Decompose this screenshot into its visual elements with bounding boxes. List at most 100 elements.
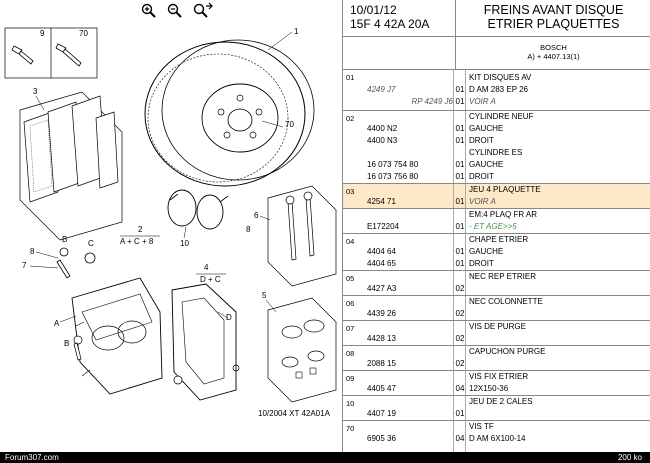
header-date: 10/01/12 — [350, 3, 397, 17]
table-row[interactable]: JEU 4 PLAQUETTE — [469, 185, 541, 194]
table-row[interactable]: VIS FIX ETRIER — [469, 372, 529, 381]
table-row[interactable]: EM:4 PLAQ FR AR — [469, 210, 538, 219]
callout-9: 9 — [40, 29, 45, 38]
callout-4: 4 — [204, 263, 209, 272]
table-row[interactable]: NEC REP ETRIER — [469, 272, 536, 281]
brand-ref: A) + 4407.13(1) — [527, 52, 580, 61]
brake-exploded-diagram: 9 70 1 70 3 10 2 — [4, 27, 337, 418]
kit-box-6: 6 8 — [246, 185, 337, 287]
table-row[interactable]: NEC COLONNETTE — [469, 297, 543, 306]
diagram-caption: 10/2004 XT 42A01A — [258, 409, 331, 418]
group-number: 01 — [346, 73, 355, 82]
callout-1: 1 — [294, 27, 299, 36]
pads-box: 3 — [19, 87, 123, 241]
callout-D: D — [226, 313, 232, 322]
zoom-in-icon[interactable] — [140, 2, 158, 20]
table-row[interactable]: CHAPE ETRIER — [469, 235, 529, 244]
group-number: 10 — [346, 399, 355, 408]
footer-site: Forum307.com — [5, 453, 59, 462]
group-number: 04 — [346, 237, 355, 246]
header-code: 15F 4 42A 20A — [350, 17, 430, 31]
callout-7: 7 — [22, 261, 27, 270]
title-line-1: FREINS AVANT DISQUE — [483, 3, 624, 17]
table-row[interactable]: CAPUCHON PURGE — [469, 347, 546, 356]
group-number: 02 — [346, 114, 355, 123]
callout-2-formula: A + C + 8 — [120, 237, 154, 246]
callout-8: 8 — [30, 247, 35, 256]
callout-B: B — [62, 235, 67, 244]
brand-name: BOSCH — [540, 43, 567, 52]
callout-5: 5 — [262, 291, 267, 300]
group-number: 70 — [346, 424, 355, 433]
callout-6: 6 — [254, 211, 259, 220]
callout-C: C — [88, 239, 94, 248]
title-line-2: ETRIER PLAQUETTES — [487, 17, 620, 31]
toolbar — [0, 0, 342, 22]
zoom-fit-icon[interactable] — [192, 2, 213, 20]
callout-2: 2 — [138, 225, 143, 234]
group-number: 09 — [346, 374, 355, 383]
caliper: A B — [54, 277, 163, 395]
table-row[interactable]: CYLINDRE NEUF — [469, 112, 534, 121]
footer-bar: Forum307.com 200 ko — [0, 452, 650, 463]
subheader-left — [343, 37, 456, 70]
callout-70: 70 — [79, 29, 88, 38]
shims: 10 — [167, 189, 229, 248]
group-number: 03 — [346, 187, 355, 196]
callout-70b: 70 — [285, 120, 294, 129]
screws-box: 9 70 — [4, 27, 98, 79]
brand-cell: BOSCH A) + 4407.13(1) — [456, 37, 650, 70]
header-title: FREINS AVANT DISQUE ETRIER PLAQUETTES — [456, 0, 650, 37]
table-row[interactable]: KIT DISQUES AV — [469, 73, 532, 82]
parts-panel: 10/01/12 15F 4 42A 20A FREINS AVANT DISQ… — [342, 0, 650, 452]
zoom-out-icon[interactable] — [166, 2, 184, 20]
table-row[interactable]: VIS DE PURGE — [469, 322, 526, 331]
brake-disc: 1 70 — [144, 27, 315, 187]
group-number: 08 — [346, 349, 355, 358]
group-number: 06 — [346, 299, 355, 308]
callout-B2: B — [64, 339, 69, 348]
carrier-bracket: D — [171, 283, 240, 401]
footer-size: 200 ko — [617, 453, 642, 462]
header-left: 10/01/12 15F 4 42A 20A — [343, 0, 456, 37]
bleed-screws: 8 7 B C — [22, 235, 96, 279]
callout-8b: 8 — [246, 225, 251, 234]
table-row[interactable]: VIS TF — [469, 422, 494, 431]
callout-3: 3 — [33, 87, 38, 96]
kit-box-5: 5 — [262, 291, 337, 403]
callout-10: 10 — [180, 239, 189, 248]
table-row[interactable]: CYLINDRE ES — [469, 148, 523, 157]
table-row[interactable]: JEU DE 2 CALES — [469, 397, 533, 406]
callout-A: A — [54, 319, 60, 328]
group-number: 05 — [346, 274, 355, 283]
